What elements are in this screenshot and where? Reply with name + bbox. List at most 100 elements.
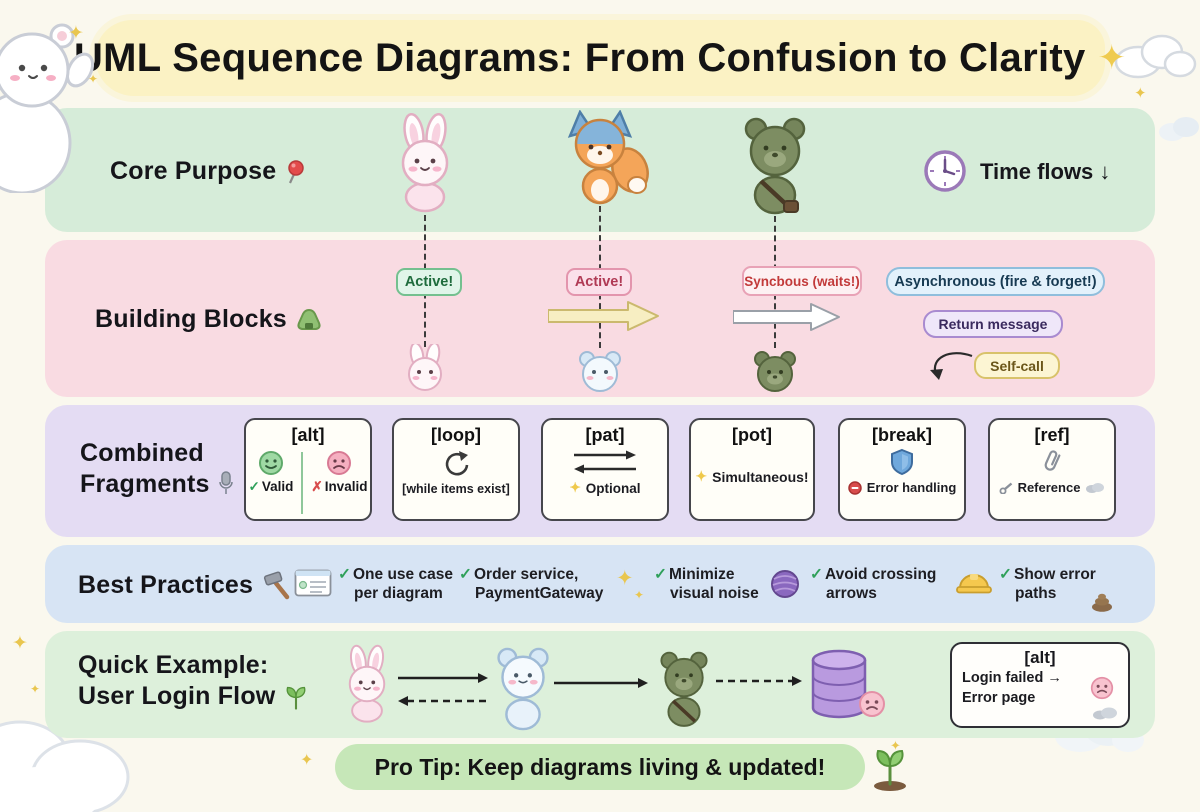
fragment-pot-box: [pot] ✦ Simultaneous! [689, 418, 815, 521]
yarn-ball-icon [771, 570, 799, 598]
pro-tip-text: Pro Tip: Keep diagrams living & updated! [374, 753, 826, 780]
fragment-pat-header: [pat] [585, 425, 625, 445]
bunny-head-icon [408, 344, 442, 391]
combined-fragments-label-line1: Combined [80, 439, 204, 467]
frown-face-icon [327, 451, 352, 475]
onigiri-icon [297, 308, 321, 330]
sad-face-icon [859, 691, 885, 717]
fragment-break-header: [break] [871, 425, 933, 445]
quick-example-label-line1: Quick Example: [78, 651, 269, 679]
fragment-alt-box: [alt] ✓Valid ✗Invalid [244, 418, 372, 521]
practice-item: ✓Show error paths [999, 566, 1096, 602]
self-call-arrow-icon [930, 352, 973, 380]
core-purpose-label: Core Purpose [110, 157, 305, 186]
sparkle-icon: ✦ [12, 633, 28, 654]
practice-item: ✓Avoid crossing arrows [810, 566, 937, 602]
check-icon: ✓ [459, 566, 472, 583]
sparkle-icon: ✦ [1097, 39, 1127, 77]
fragment-break-box: [break] Error handling [838, 418, 966, 521]
fragment-loop-box: [loop] [while items exist] [392, 418, 520, 521]
time-flows-note: Time flows ↓ [980, 159, 1111, 184]
mic-icon [219, 471, 233, 494]
loop-arrow-icon [445, 451, 469, 476]
clock-icon [924, 150, 966, 192]
login-flow-arrows [398, 673, 802, 706]
page-title: UML Sequence Diagrams: From Confusion to… [73, 35, 1086, 80]
poop-icon [1092, 593, 1112, 612]
bidirectional-arrows-icon [574, 450, 636, 474]
paperclip-icon [1044, 450, 1061, 471]
sparkle-icon: ✦ [88, 72, 99, 86]
self-call-label: Self-call [974, 352, 1060, 379]
fragment-ref-header: [ref] [1034, 425, 1070, 445]
id-card-icon [294, 569, 332, 597]
practice-item: ✓One use case per diagram [338, 566, 453, 602]
building-blocks-label-text: Building Blocks [95, 305, 287, 333]
core-purpose-label-text: Core Purpose [110, 157, 277, 185]
cloud-icon [1159, 117, 1199, 141]
ref-caption: Reference [999, 480, 1106, 495]
building-blocks-label: Building Blocks [95, 305, 322, 334]
sparkle-icon: ✦ [1134, 85, 1147, 102]
fox-actor-icon [567, 110, 649, 205]
sparkle-icon: ✦ [68, 23, 84, 44]
database-icon [811, 649, 867, 719]
fragment-ref-box: [ref] Reference [988, 418, 1116, 521]
error-stop-icon [847, 480, 862, 495]
alt-divider [301, 452, 304, 514]
break-caption: Error handling [847, 480, 956, 495]
bear-actor-icon [660, 651, 708, 727]
active-bubble-fox: Active! [566, 268, 632, 296]
async-arrow-icon [733, 303, 840, 331]
smiley-face-icon [258, 451, 283, 475]
sparkle-icon: ✦ [30, 682, 41, 696]
fragment-alt-header: [alt] [291, 425, 325, 445]
sync-arrow-icon [548, 301, 659, 331]
quick-example-label-line2: User Login Flow [78, 682, 276, 710]
synchronous-label: Syncbous (waits!) [742, 266, 862, 296]
check-icon: ✓ [810, 566, 823, 583]
pin-icon [288, 159, 305, 183]
loop-caption: [while items exist] [402, 482, 510, 496]
sad-face-icon [1090, 676, 1114, 700]
hammer-icon [264, 571, 290, 600]
check-icon: ✓ [338, 566, 351, 583]
return-message-label: Return message [923, 310, 1063, 338]
sparkle-icon: ✦ [634, 588, 645, 602]
sparkle-icon: ✦ [569, 480, 581, 495]
fragment-pot-header: [pot] [732, 425, 772, 445]
blue-bear-head-icon [579, 351, 621, 392]
best-practices-label-text: Best Practices [78, 570, 254, 599]
title-banner: UML Sequence Diagrams: From Confusion to… [74, 20, 1126, 96]
alt-invalid-label: ✗Invalid [311, 479, 368, 494]
wrench-icon [999, 482, 1012, 494]
asynchronous-label: Asynchronous (fire & forget!) [886, 267, 1105, 296]
fragment-pat-box: [pat] ✦ Optional [541, 418, 669, 521]
green-bear-head-icon [754, 351, 796, 392]
bunny-actor-icon [348, 644, 386, 723]
active-bubble-bunny: Active! [396, 268, 462, 296]
check-icon: ✓ [654, 566, 667, 583]
combined-fragments-label-line2: Fragments [80, 470, 210, 498]
alt-valid-label: ✓Valid [248, 479, 294, 494]
bear-actor-icon [744, 117, 806, 215]
sparkle-icon: ✦ [890, 738, 901, 753]
cloud-icon [1114, 34, 1197, 79]
combined-fragments-label: Combined Fragments [80, 438, 235, 500]
blue-bear-actor-icon [497, 647, 549, 731]
alt-example-line2: Error page [962, 690, 1036, 706]
check-icon: ✓ [999, 566, 1012, 583]
practice-item: ✓Order service, PaymentGateway [459, 566, 604, 602]
fragment-loop-header: [loop] [431, 425, 481, 445]
gray-cloud-icon [1093, 707, 1117, 720]
pro-tip-pill: Pro Tip: Keep diagrams living & updated! [335, 744, 865, 790]
shield-icon [891, 448, 913, 476]
sparkle-icon: ✦ [616, 567, 634, 590]
sprout-icon [286, 686, 306, 710]
bunny-actor-icon [401, 113, 449, 213]
alt-example-line1: Login failed → [962, 670, 1062, 686]
alt-example-header: [alt] [1024, 648, 1056, 667]
sparkle-icon: ✦ [300, 752, 314, 769]
best-practices-label: Best Practices [78, 570, 292, 600]
